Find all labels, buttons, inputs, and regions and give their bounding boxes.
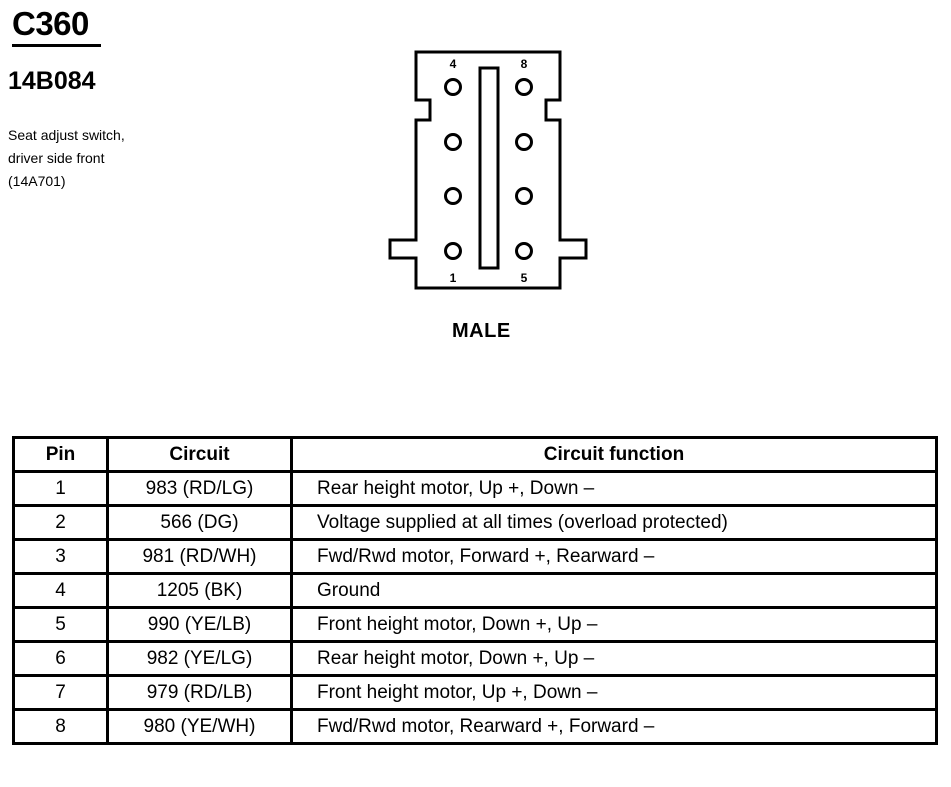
table-row: 3 981 (RD/WH) Fwd/Rwd motor, Forward +, … — [12, 538, 938, 575]
circuit-cell: 979 (RD/LB) — [106, 674, 293, 711]
pin-cavity-8 — [515, 78, 533, 96]
pin-cavity-3 — [444, 133, 462, 151]
description-line-3: (14A701) — [8, 173, 66, 189]
pin-cell: 3 — [12, 538, 109, 575]
connector-description: Seat adjust switch, driver side front (1… — [8, 124, 125, 193]
circuit-cell: 980 (YE/WH) — [106, 708, 293, 745]
circuit-cell: 983 (RD/LG) — [106, 470, 293, 507]
table-row: 6 982 (YE/LG) Rear height motor, Down +,… — [12, 640, 938, 677]
pin-cell: 4 — [12, 572, 109, 609]
table-row: 8 980 (YE/WH) Fwd/Rwd motor, Rearward +,… — [12, 708, 938, 745]
pin-cell: 7 — [12, 674, 109, 711]
pin-cavity-1 — [444, 242, 462, 260]
function-cell: Ground — [290, 572, 938, 609]
function-cell: Rear height motor, Up +, Down – — [290, 470, 938, 507]
pin-cell: 5 — [12, 606, 109, 643]
pin-cavities — [444, 78, 533, 260]
table-row: 1 983 (RD/LG) Rear height motor, Up +, D… — [12, 470, 938, 507]
pin-cavity-2 — [444, 187, 462, 205]
function-cell: Fwd/Rwd motor, Forward +, Rearward – — [290, 538, 938, 575]
connector-id: C360 — [12, 5, 89, 42]
function-cell: Voltage supplied at all times (overload … — [290, 504, 938, 541]
function-cell: Rear height motor, Down +, Up – — [290, 640, 938, 677]
circuit-cell: 990 (YE/LB) — [106, 606, 293, 643]
description-line-1: Seat adjust switch, — [8, 127, 125, 143]
description-line-2: driver side front — [8, 150, 105, 166]
table-row: 4 1205 (BK) Ground — [12, 572, 938, 609]
connector-gender-label: MALE — [452, 320, 511, 342]
pin-cavity-6 — [515, 187, 533, 205]
function-cell: Fwd/Rwd motor, Rearward +, Forward – — [290, 708, 938, 745]
connector-id-underline — [12, 44, 101, 47]
table-row: 7 979 (RD/LB) Front height motor, Up +, … — [12, 674, 938, 711]
header-circuit-function: Circuit function — [290, 436, 938, 473]
circuit-cell: 1205 (BK) — [106, 572, 293, 609]
table-row: 5 990 (YE/LB) Front height motor, Down +… — [12, 606, 938, 643]
pin-label-top-right: 8 — [521, 57, 528, 71]
circuit-cell: 982 (YE/LG) — [106, 640, 293, 677]
pin-label-bottom-right: 5 — [521, 271, 528, 285]
connector-face-diagram: 4 8 1 5 — [388, 50, 588, 290]
pin-cell: 8 — [12, 708, 109, 745]
pin-cell: 1 — [12, 470, 109, 507]
connector-center-key — [478, 66, 500, 270]
pin-label-bottom-left: 1 — [450, 271, 457, 285]
pin-cell: 6 — [12, 640, 109, 677]
circuit-cell: 566 (DG) — [106, 504, 293, 541]
pinout-table: Pin Circuit Circuit function 1 983 (RD/L… — [12, 436, 938, 745]
circuit-cell: 981 (RD/WH) — [106, 538, 293, 575]
function-cell: Front height motor, Down +, Up – — [290, 606, 938, 643]
function-cell: Front height motor, Up +, Down – — [290, 674, 938, 711]
pin-label-top-left: 4 — [450, 57, 457, 71]
pin-cavity-5 — [515, 242, 533, 260]
pin-cavity-7 — [515, 133, 533, 151]
header-circuit: Circuit — [106, 436, 293, 473]
header-pin: Pin — [12, 436, 109, 473]
table-row: 2 566 (DG) Voltage supplied at all times… — [12, 504, 938, 541]
pin-cell: 2 — [12, 504, 109, 541]
part-number: 14B084 — [8, 67, 96, 95]
pinout-header-row: Pin Circuit Circuit function — [12, 436, 938, 473]
pin-cavity-4 — [444, 78, 462, 96]
